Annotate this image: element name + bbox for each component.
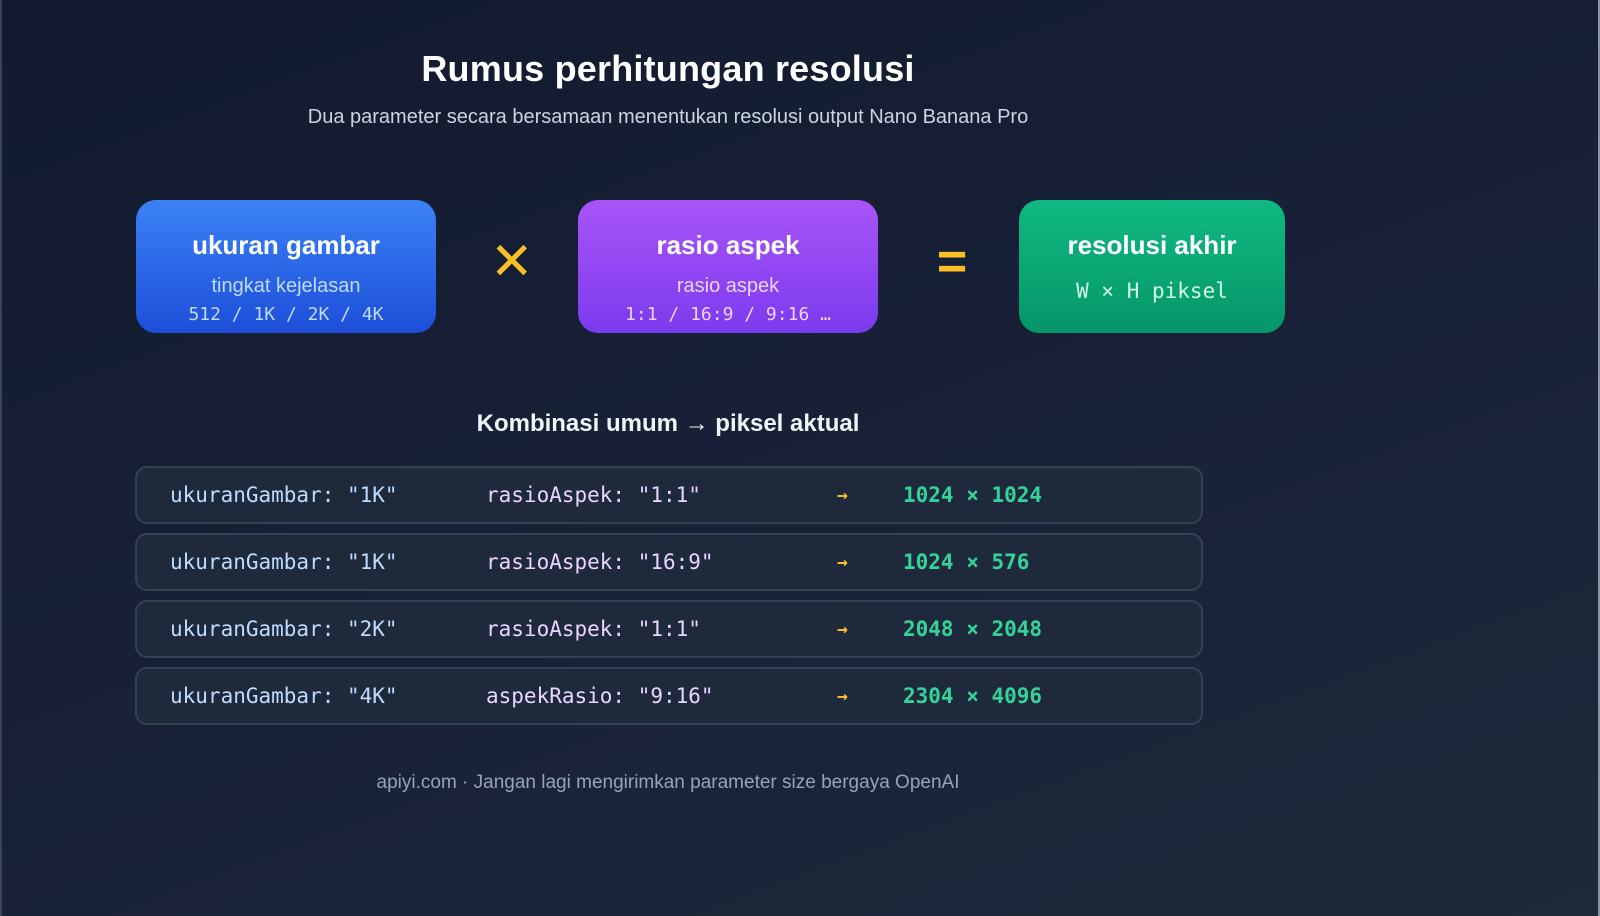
multiply-icon: ✕ (490, 233, 534, 291)
pixel-result: 1024 × 576 (903, 550, 1030, 574)
final-resolution-values: W × H piksel (1076, 279, 1228, 303)
aspect-ratio-title: rasio aspek (656, 230, 800, 260)
image-size-title: ukuran gambar (192, 230, 380, 260)
size-param: ukuranGambar: "1K" (170, 550, 398, 574)
ratio-param: rasioAspek: "16:9" (486, 550, 714, 574)
page-subtitle: Dua parameter secara bersamaan menentuka… (307, 106, 1029, 128)
pixel-result: 1024 × 1024 (903, 483, 1043, 507)
combination-row: ukuranGambar: "1K" rasioAspek: "16:9" → … (135, 533, 1203, 591)
pixel-result: 2048 × 2048 (903, 617, 1043, 641)
size-param: ukuranGambar: "2K" (170, 617, 398, 641)
arrow-right-icon: → (837, 552, 848, 573)
ratio-param: rasioAspek: "1:1" (486, 483, 701, 507)
aspect-ratio-values: 1:1 / 16:9 / 9:16 … (625, 304, 831, 325)
arrow-right-icon: → (837, 619, 848, 640)
final-resolution-box: resolusi akhir W × H piksel (1019, 200, 1285, 333)
combination-row: ukuranGambar: "1K" rasioAspek: "1:1" → 1… (135, 466, 1203, 524)
combination-row: ukuranGambar: "2K" rasioAspek: "1:1" → 2… (135, 600, 1203, 658)
combinations-title: Kombinasi umum → piksel aktual (476, 410, 860, 437)
aspect-ratio-subtitle: rasio aspek (676, 275, 780, 297)
pixel-result: 2304 × 4096 (903, 684, 1043, 708)
combinations-list: ukuranGambar: "1K" rasioAspek: "1:1" → 1… (135, 466, 1203, 734)
arrow-right-icon: → (837, 485, 848, 506)
combination-row: ukuranGambar: "4K" aspekRasio: "9:16" → … (135, 667, 1203, 725)
image-size-subtitle: tingkat kejelasan (211, 275, 361, 297)
footer-note: apiyi.com · Jangan lagi mengirimkan para… (376, 772, 960, 793)
page-title: Rumus perhitungan resolusi (421, 48, 915, 89)
size-param: ukuranGambar: "1K" (170, 483, 398, 507)
size-param: ukuranGambar: "4K" (170, 684, 398, 708)
equals-icon: = (936, 233, 968, 291)
ratio-param: rasioAspek: "1:1" (486, 617, 701, 641)
arrow-right-icon: → (837, 686, 848, 707)
aspect-ratio-box: rasio aspek rasio aspek 1:1 / 16:9 / 9:1… (578, 200, 878, 333)
ratio-param: aspekRasio: "9:16" (486, 684, 714, 708)
image-size-values: 512 / 1K / 2K / 4K (188, 304, 384, 325)
image-size-box: ukuran gambar tingkat kejelasan 512 / 1K… (136, 200, 436, 333)
final-resolution-title: resolusi akhir (1067, 230, 1237, 260)
